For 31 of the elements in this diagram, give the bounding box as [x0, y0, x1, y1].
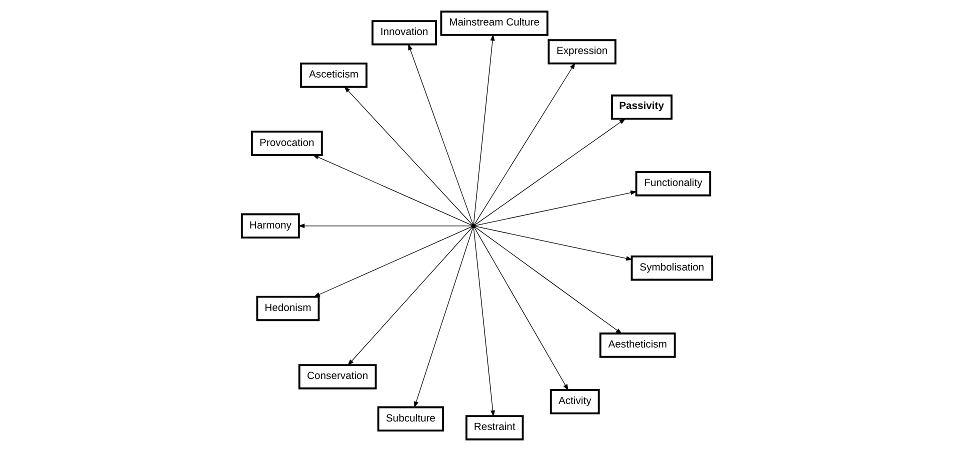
arrow — [298, 223, 472, 228]
node-box: Restraint — [465, 414, 524, 440]
node-box: Conservation — [298, 364, 377, 389]
node-point — [471, 223, 476, 228]
node-box: Activity — [550, 388, 600, 414]
arrow — [414, 226, 474, 408]
arrow — [474, 190, 638, 226]
node-box: Harmony — [240, 212, 300, 238]
node-box: Provocation — [250, 130, 323, 156]
arrow — [474, 226, 569, 390]
arrow — [312, 154, 473, 226]
node-box: Asceticism — [300, 62, 368, 88]
arrow — [474, 225, 633, 260]
node-box: Hedonism — [256, 295, 320, 321]
node-box: Subculture — [377, 406, 444, 432]
node-box: Aestheticism — [599, 332, 676, 358]
node-box: Passivity — [611, 94, 673, 120]
arrow — [408, 43, 474, 225]
node-box: Expression — [548, 38, 616, 64]
node-box: Symbolisation — [630, 254, 714, 280]
arrow — [313, 226, 473, 297]
arrow — [348, 226, 473, 366]
arrow — [474, 118, 626, 225]
arrow — [473, 226, 496, 416]
node-box: Mainstream Culture — [440, 10, 548, 36]
arrow — [473, 34, 495, 224]
arrow — [474, 62, 576, 225]
arrow — [474, 226, 622, 334]
arrow — [344, 86, 473, 225]
node-box: Functionality — [635, 170, 712, 196]
node-box: Innovation — [372, 20, 437, 45]
